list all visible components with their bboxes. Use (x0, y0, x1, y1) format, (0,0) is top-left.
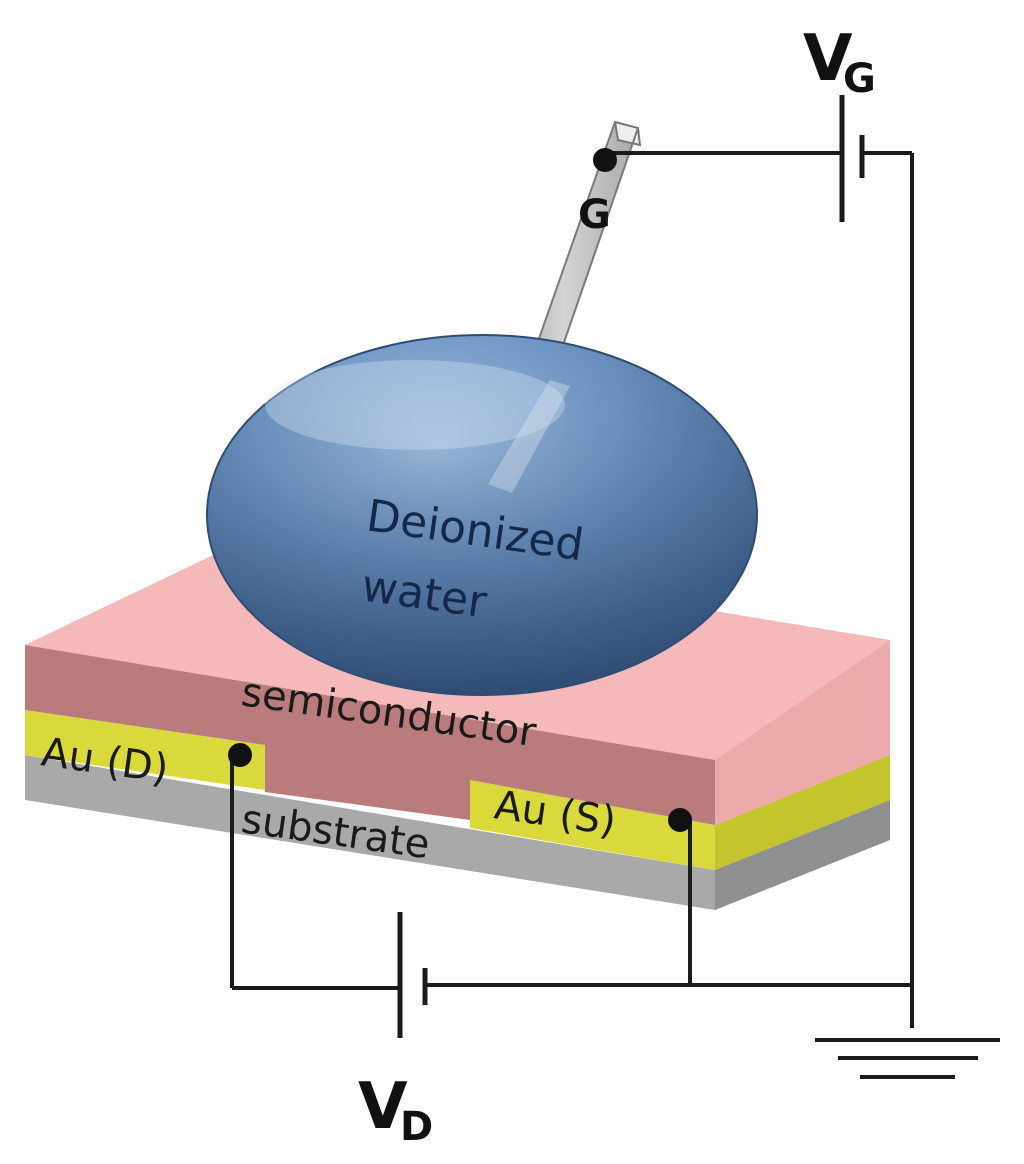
drain-voltage-main: V (358, 1070, 408, 1144)
substrate-layer (25, 755, 890, 910)
drain-electrode (25, 710, 265, 790)
drain-source-circuit (230, 758, 912, 990)
ground-symbol (815, 1038, 1000, 1079)
gate-contact-dot (593, 148, 617, 172)
source-electrode (470, 755, 890, 870)
drain-contact-dot (228, 743, 252, 767)
gate-voltage-label: V G (803, 22, 876, 102)
gate-voltage-sub: G (843, 56, 876, 102)
gate-battery-symbol (839, 95, 865, 222)
gate-node-label: G (578, 192, 611, 238)
drain-battery-symbol (397, 912, 428, 1038)
gate-circuit (605, 151, 914, 1028)
water-droplet (206, 334, 758, 696)
drain-voltage-label: V D (358, 1070, 433, 1150)
drain-voltage-sub: D (400, 1104, 433, 1150)
source-contact-dot (668, 808, 692, 832)
gate-voltage-main: V (803, 22, 853, 96)
